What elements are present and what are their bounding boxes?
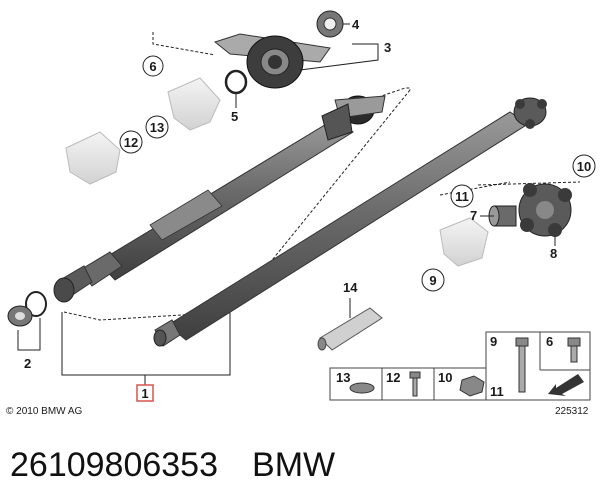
callout-13-label: 13 [150,120,164,135]
callout-11-label: 11 [455,189,469,204]
legend-13-label: 13 [336,370,350,385]
o-ring [224,69,248,95]
callout-5-label: 5 [231,109,238,124]
callout-4-label: 4 [352,17,360,32]
callout-8-label: 8 [550,246,557,261]
part-number: 26109806353 [10,446,219,484]
callout-6: 6 [142,55,164,77]
part-caption: 26109806353 BMW [10,440,590,490]
short-bolt-icon [567,337,581,363]
callout-14-label: 14 [343,280,358,295]
grease-tube [317,307,383,351]
washer-icon [349,382,375,394]
small-bolt-icon [409,371,421,397]
callouts: 6 13 12 11 10 9 [119,55,596,292]
image-number: 225312 [555,406,589,417]
brand-name: BMW [252,446,336,484]
direction-arrow-icon [542,372,588,398]
flex-coupling [518,183,572,237]
callout-11: 11 [450,184,474,208]
callout-9-label: 9 [429,273,436,288]
callout-10-label: 10 [577,159,591,174]
legend-12-label: 12 [386,370,400,385]
ghost-joint-parts [65,77,221,185]
copyright-text: © 2010 BMW AG [6,406,83,417]
nut-icon [459,375,485,397]
callout-2-line [17,318,41,351]
callout-13: 13 [145,115,169,139]
callout-1-label: 1 [141,386,148,401]
drive-shaft-rear [153,97,547,347]
callout-6-label: 6 [149,59,156,74]
parts-diagram: 6 13 12 11 10 9 4 3 5 7 8 2 14 [6,10,596,417]
callout-12-label: 12 [124,135,138,150]
long-bolt-icon [515,337,529,393]
legend-6-label: 6 [546,334,553,349]
ghost-flange [439,217,489,267]
center-bearing [213,33,331,89]
legend-10-label: 10 [438,370,452,385]
callout-12: 12 [119,130,143,154]
callout-1: 1 [136,384,154,402]
bearing-ring [316,10,344,38]
legend-9-label: 9 [490,334,497,349]
callout-7-label: 7 [470,208,477,223]
callout-3-line [299,43,379,71]
seal-washer [7,291,47,327]
legend-11-label: 11 [490,384,504,399]
hardware-legend: 13 12 10 11 9 6 [329,331,591,401]
callout-3-label: 3 [384,40,391,55]
drive-shaft-front [53,95,386,303]
callout-9: 9 [421,268,445,292]
callout-2-label: 2 [24,356,31,371]
callout-10: 10 [572,154,596,178]
